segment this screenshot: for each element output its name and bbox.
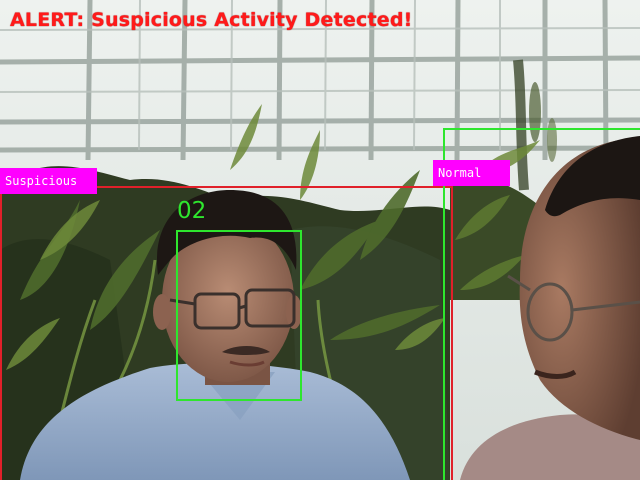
normal-label: Normal [433,160,510,186]
face-id-label: 02 [177,198,207,224]
alert-message: ALERT: Suspicious Activity Detected! [10,9,413,31]
suspicious-label: Suspicious [0,168,97,194]
